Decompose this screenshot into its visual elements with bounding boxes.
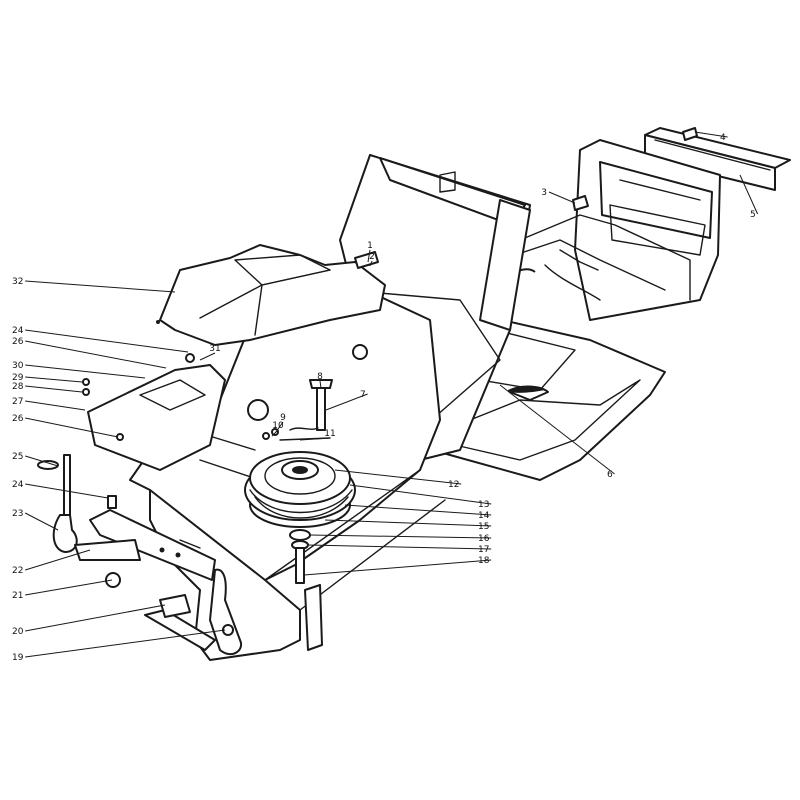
callout-label-9: 9 (280, 413, 286, 423)
callout-label-6: 6 (607, 470, 613, 480)
callout-label-16: 16 (478, 534, 490, 544)
callout-layer: 1234567891011121314151617181920212223242… (12, 131, 759, 663)
leader-line-17 (307, 544, 492, 550)
leader-line-20 (25, 604, 166, 632)
callout-label-22: 22 (12, 566, 23, 576)
callout-label-26: 26 (12, 414, 24, 424)
callout-label-10: 10 (272, 421, 284, 431)
callout-label-32: 32 (12, 277, 23, 287)
callout-label-14: 14 (478, 511, 490, 521)
callout-label-27: 27 (12, 397, 23, 407)
leader-line-18 (303, 559, 492, 576)
leader-line-26-b (25, 340, 167, 369)
leader-line-6 (499, 384, 615, 475)
hook-assembly (37, 454, 141, 588)
leader-line-23 (24, 512, 59, 531)
side-panel (87, 364, 226, 471)
leader-line-19 (25, 629, 226, 658)
clutch-assembly (244, 451, 356, 584)
callout-label-4: 4 (720, 133, 726, 143)
leader-line-4 (694, 131, 728, 138)
leader-line-10 (271, 429, 279, 437)
rear-bumper-plate (644, 127, 791, 191)
callout-label-15: 15 (478, 522, 489, 532)
callout-label-1: 1 (367, 241, 373, 251)
leader-line-21 (25, 579, 113, 596)
leader-line-12 (334, 469, 462, 485)
callout-label-30: 30 (12, 361, 24, 371)
callout-label-8: 8 (317, 372, 323, 382)
leader-line-13 (349, 484, 492, 505)
callout-label-25: 25 (12, 452, 23, 462)
callout-label-2: 2 (369, 252, 375, 262)
leader-line-7 (325, 393, 368, 411)
leader-line-16 (309, 534, 492, 539)
callout-label-26-b: 26 (12, 337, 24, 347)
callout-label-31: 31 (209, 344, 220, 354)
leader-line-27 (25, 400, 86, 411)
rear-frame (511, 139, 721, 321)
leader-line-8 (319, 380, 322, 389)
front-plate (89, 509, 216, 651)
leader-line-5 (739, 174, 759, 215)
leader-line-2 (369, 260, 373, 267)
callout-label-21: 21 (12, 591, 23, 601)
leader-line-25 (25, 455, 59, 467)
leader-line-1 (367, 249, 371, 263)
leader-line-3 (548, 191, 576, 204)
leader-line-29 (25, 376, 83, 383)
callout-label-28: 28 (12, 382, 24, 392)
leader-line-22 (25, 549, 91, 571)
callout-label-3: 3 (541, 188, 547, 198)
leader-line-32 (25, 280, 176, 293)
seat-pedestal (337, 154, 531, 461)
leader-line-11 (299, 437, 331, 441)
callout-label-12: 12 (448, 480, 459, 490)
callout-label-5: 5 (750, 210, 756, 220)
callout-label-24: 24 (12, 480, 24, 490)
leader-line-28 (25, 385, 83, 393)
leader-line-30 (25, 364, 146, 379)
rear-bracket (304, 584, 323, 651)
callout-label-29: 29 (12, 373, 24, 383)
leader-line-24 (25, 483, 109, 499)
leader-line-31 (199, 352, 216, 361)
callout-label-20: 20 (12, 627, 24, 637)
callout-label-17: 17 (478, 545, 489, 555)
callout-label-11: 11 (324, 429, 335, 439)
leader-line-24-b (25, 329, 189, 353)
leader-line-15 (324, 519, 492, 527)
leader-line-14 (344, 504, 492, 516)
footrest-mat (508, 385, 549, 401)
callout-label-19: 19 (12, 653, 24, 663)
callout-label-23: 23 (12, 509, 23, 519)
hitch-bracket (159, 568, 243, 656)
callout-label-24-b: 24 (12, 326, 24, 336)
callout-label-7: 7 (360, 390, 366, 400)
callout-label-13: 13 (478, 500, 489, 510)
callout-label-18: 18 (478, 556, 490, 566)
upper-cover (156, 244, 386, 346)
leader-line-26 (25, 417, 119, 438)
